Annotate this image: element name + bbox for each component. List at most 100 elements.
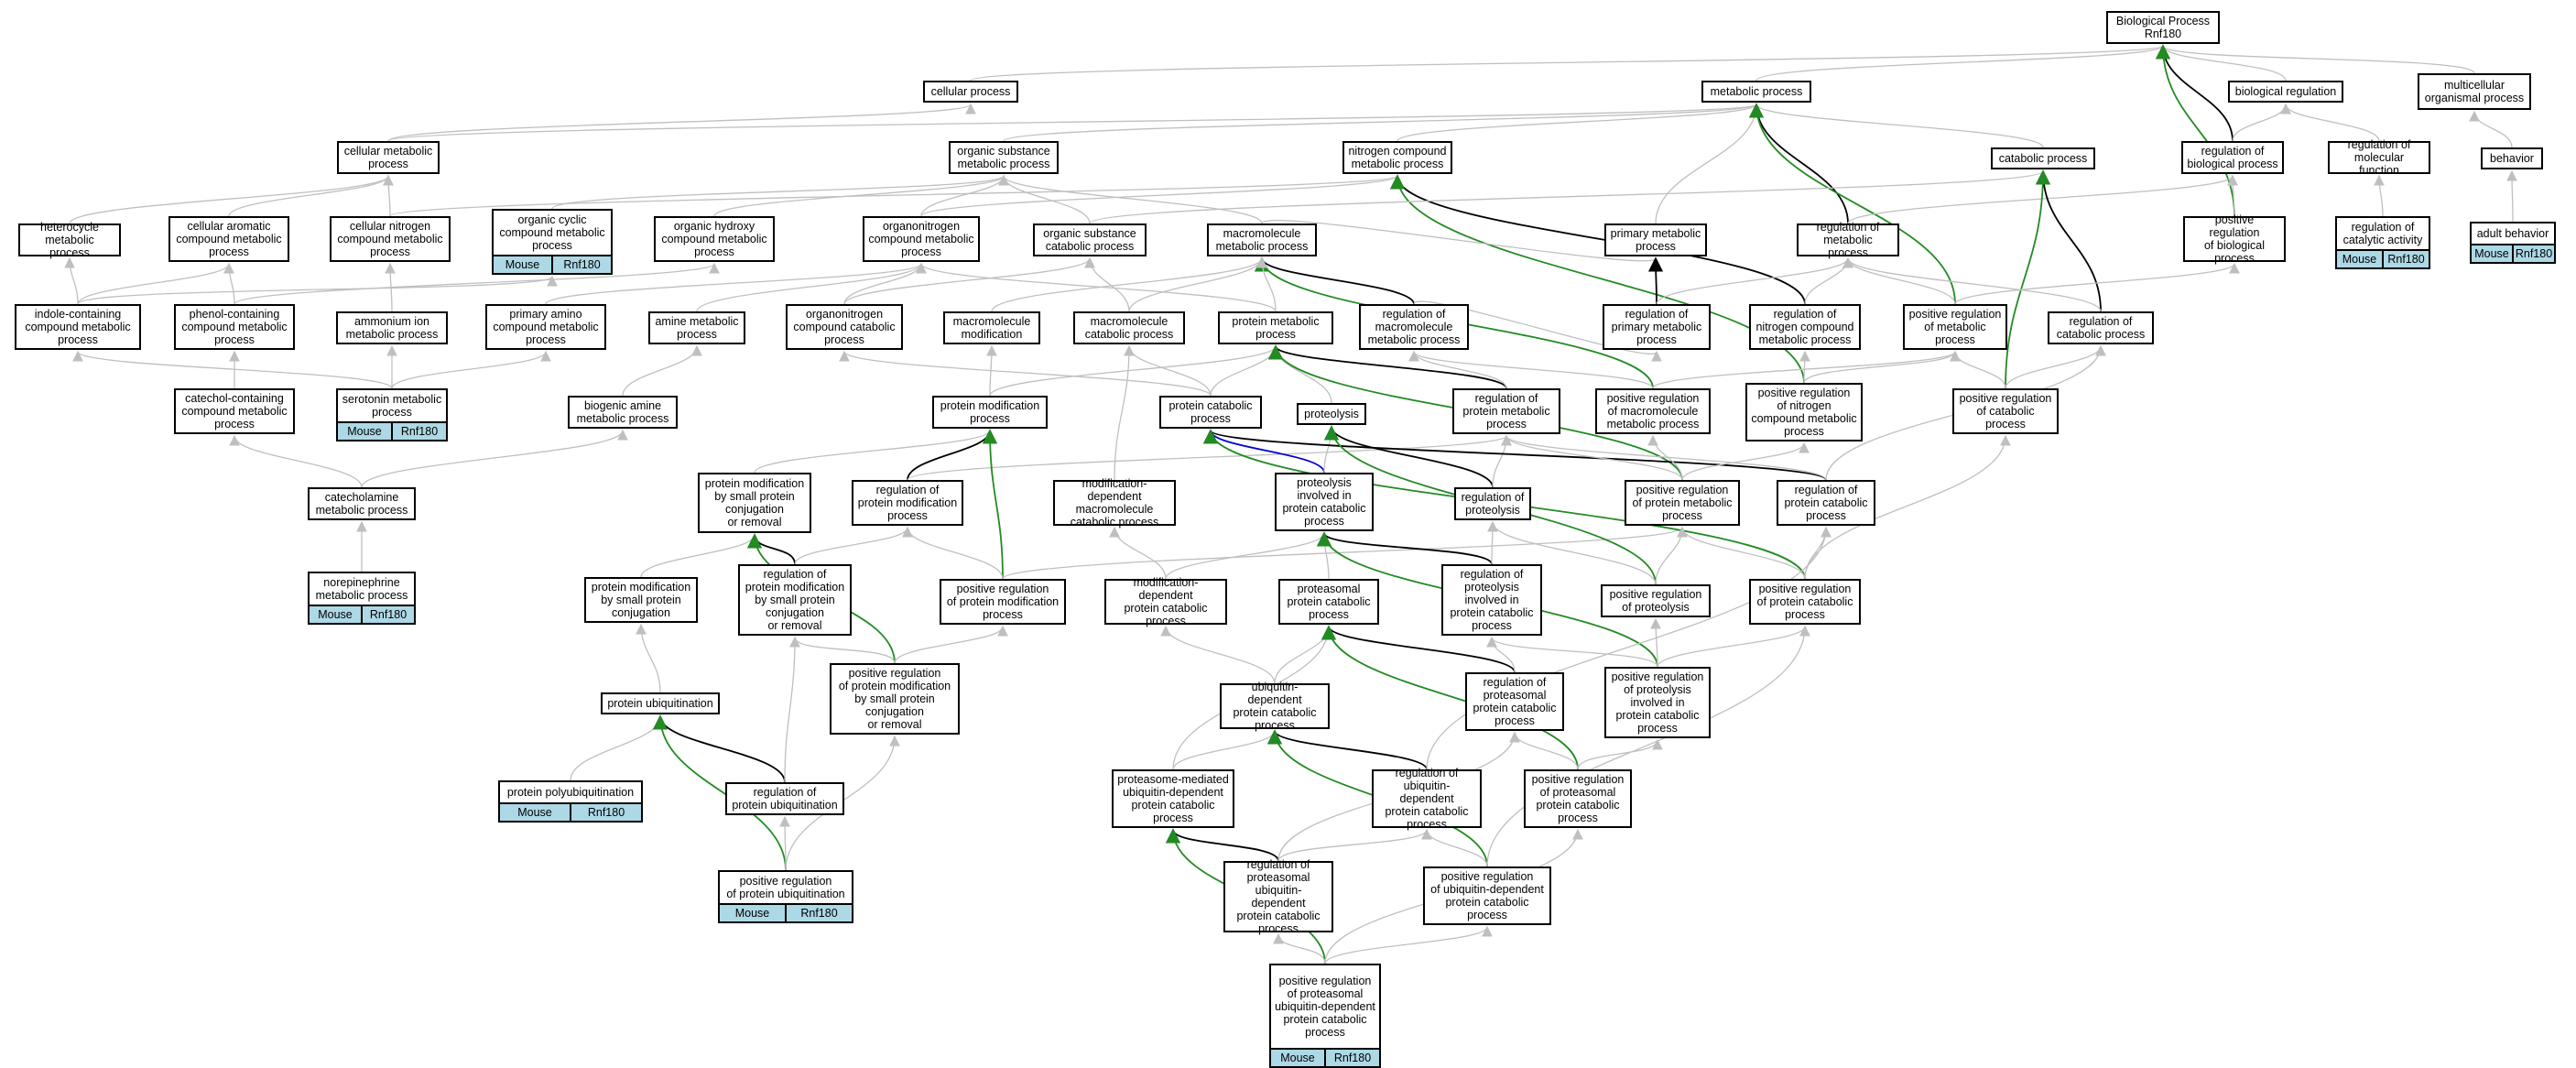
go-term-pmsp[interactable]: protein modification by small protein co…: [584, 577, 698, 623]
go-term-mmod[interactable]: macromolecule modification: [943, 311, 1040, 344]
go-term-rppcp[interactable]: regulation of proteasomal protein catabo…: [1465, 672, 1564, 731]
go-term-rprot[interactable]: regulation of proteolysis: [1454, 487, 1531, 520]
go-term-breg[interactable]: biological regulation: [2228, 81, 2343, 103]
go-term-mop[interactable]: multicellular organismal process: [2418, 73, 2531, 110]
go-term-mdpcp[interactable]: modification-dependent protein catabolic…: [1104, 576, 1227, 627]
edge-is-a: [1124, 344, 1212, 397]
edge-positively-regulates: [2155, 44, 2235, 217]
go-term-prcatp[interactable]: positive regulation of catabolic process: [1952, 388, 2059, 434]
edge-is-a: [2158, 44, 2287, 82]
edge-is-a: [1655, 526, 1688, 585]
go-term-osmp[interactable]: organic substance metabolic process: [949, 141, 1059, 174]
go-term-rmmp[interactable]: regulation of macromolecule metabolic pr…: [1359, 304, 1469, 350]
edge-is-a: [636, 623, 661, 693]
go-term-prpmspc[interactable]: positive regulation of protein modificat…: [830, 663, 960, 735]
go-term-pipcp[interactable]: proteolysis involved in protein cataboli…: [1275, 473, 1374, 531]
go-term-ohcmp[interactable]: organic hydroxy compound metabolic proce…: [654, 216, 775, 262]
go-term-rpudpcp[interactable]: regulation of proteasomal ubiquitin-depe…: [1223, 858, 1333, 935]
go-term-occmp[interactable]: organic cyclic compound metabolic proces…: [492, 209, 613, 255]
go-term-rpu[interactable]: regulation of protein ubiquitination: [725, 782, 844, 815]
go-term-pmodp[interactable]: protein modification process: [932, 396, 1048, 429]
go-term-rncmp[interactable]: regulation of nitrogen compound metaboli…: [1749, 304, 1861, 350]
go-term-rca[interactable]: regulation of catalytic activity: [2335, 216, 2430, 249]
go-term-prmmp[interactable]: positive regulation of macromolecule met…: [1595, 388, 1711, 434]
go-term-cacmp[interactable]: cellular aromatic compound metabolic pro…: [168, 216, 289, 262]
go-term-oscp[interactable]: organic substance catabolic process: [1033, 223, 1147, 256]
go-term-prmp[interactable]: positive regulation of metabolic process: [1903, 304, 2007, 350]
edge-is-a: [1114, 344, 1135, 481]
go-term-prpudpcp[interactable]: positive regulation of proteasomal ubiqu…: [1269, 964, 1381, 1048]
go-term-rmf[interactable]: regulation of molecular function: [2328, 138, 2430, 177]
go-term-cp[interactable]: cellular process: [923, 81, 1018, 103]
edge-is-a: [551, 174, 1009, 210]
go-term-prot[interactable]: proteolysis: [1297, 403, 1366, 425]
go-term-rudpcp[interactable]: regulation of ubiquitin-dependent protei…: [1372, 767, 1482, 831]
go-term-cmpx[interactable]: catecholamine metabolic process: [308, 487, 416, 520]
go-term-udpcp[interactable]: ubiquitin-dependent protein catabolic pr…: [1220, 681, 1330, 732]
go-term-pcmp[interactable]: phenol-containing compound metabolic pro…: [174, 304, 295, 350]
go-term-mp[interactable]: metabolic process: [1701, 81, 1811, 103]
edge-positively-regulates: [1321, 625, 1579, 770]
go-term-prpmp[interactable]: positive regulation of protein metabolic…: [1625, 480, 1740, 526]
go-term-pcp[interactable]: protein catabolic process: [1159, 396, 1262, 429]
go-term-bp[interactable]: Biological Process Rnf180: [2106, 11, 2220, 44]
go-term-amp[interactable]: amine metabolic process: [648, 311, 745, 344]
go-term-pmudpcp[interactable]: proteasome-mediated ubiquitin-dependent …: [1112, 769, 1234, 828]
go-term-prprot[interactable]: positive regulation of proteolysis: [1601, 584, 1711, 617]
edge-is-a: [2374, 174, 2385, 217]
edge-is-a: [989, 344, 1281, 397]
go-term-pmp[interactable]: primary metabolic process: [1604, 223, 1707, 256]
go-term-prudpcp[interactable]: positive regulation of ubiquitin-depende…: [1423, 866, 1551, 925]
go-term-prpu[interactable]: positive regulation of protein ubiquitin…: [718, 870, 853, 903]
go-term-rmetp[interactable]: regulation of metabolic process: [1797, 221, 1899, 259]
go-term-ncmp[interactable]: nitrogen compound metabolic process: [1342, 141, 1452, 174]
go-term-cmp[interactable]: cellular metabolic process: [337, 141, 440, 174]
go-term-prpcp[interactable]: positive regulation of protein catabolic…: [1749, 579, 1861, 625]
go-term-hmp[interactable]: heterocycle metabolic process: [18, 221, 121, 259]
go-term-oncmp[interactable]: organonitrogen compound metabolic proces…: [863, 216, 980, 262]
edge-is-a: [894, 625, 1008, 664]
annotation-gene: Rnf180: [570, 804, 641, 821]
go-term-prncmp[interactable]: positive regulation of nitrogen compound…: [1745, 383, 1863, 441]
go-term-cncmp[interactable]: cellular nitrogen compound metabolic pro…: [330, 216, 451, 262]
go-term-prpipcp[interactable]: positive regulation of proteolysis invol…: [1604, 667, 1711, 738]
edge-is-a: [2506, 169, 2517, 223]
go-term-beh[interactable]: behavior: [2481, 147, 2543, 169]
go-term-aimp[interactable]: ammonium ion metabolic process: [336, 311, 448, 344]
go-term-rbp[interactable]: regulation of biological process: [2181, 141, 2284, 174]
go-term-ccmp[interactable]: catechol-containing compound metabolic p…: [174, 388, 295, 434]
go-term-ppcp[interactable]: proteasomal protein catabolic process: [1278, 579, 1379, 625]
go-term-rpmodp[interactable]: regulation of protein modification proce…: [852, 480, 963, 526]
go-term-ppu[interactable]: protein polyubiquitination: [498, 780, 643, 802]
go-term-rpmspc[interactable]: regulation of protein modification by sm…: [738, 564, 852, 636]
go-term-rpipcp[interactable]: regulation of proteolysis involved in pr…: [1441, 564, 1542, 636]
go-term-bamp[interactable]: biogenic amine metabolic process: [568, 396, 678, 429]
go-term-icmp[interactable]: indole-containing compound metabolic pro…: [15, 304, 141, 350]
go-term-onccp[interactable]: organonitrogen compound catabolic proces…: [786, 304, 903, 350]
go-term-ab[interactable]: adult behavior: [2470, 222, 2556, 244]
go-term-protmp[interactable]: protein metabolic process: [1218, 311, 1333, 344]
annotation-gene: Rnf180: [1324, 1050, 1379, 1066]
edge-is-a: [2227, 174, 2238, 217]
go-term-rpcp[interactable]: regulation of protein catabolic process: [1777, 480, 1875, 526]
edge-is-a: [1799, 350, 1810, 384]
edge-is-a: [2232, 103, 2291, 142]
go-term-pamp[interactable]: primary amino compound metabolic process: [485, 304, 606, 350]
go-term-smp[interactable]: serotonin metabolic process: [336, 388, 448, 421]
go-term-prbp[interactable]: positive regulation of biological proces…: [2183, 213, 2286, 265]
go-term-rprotmp[interactable]: regulation of protein metabolic process: [1452, 388, 1560, 434]
go-term-prppcp[interactable]: positive regulation of proteasomal prote…: [1524, 769, 1632, 828]
go-term-nmp[interactable]: norepinephrine metabolic process: [308, 572, 416, 605]
go-term-catp[interactable]: catabolic process: [1991, 147, 2095, 169]
go-term-mcatp[interactable]: macromolecule catabolic process: [1073, 311, 1185, 344]
go-term-pu[interactable]: protein ubiquitination: [601, 692, 720, 714]
go-term-rcatp[interactable]: regulation of catabolic process: [2048, 311, 2154, 344]
go-term-macmp[interactable]: macromolecule metabolic process: [1207, 223, 1317, 256]
edge-regulates: [1647, 256, 1664, 305]
annotation-species: Mouse: [318, 608, 353, 621]
go-term-pmspc[interactable]: protein modification by small protein co…: [698, 473, 811, 533]
go-term-rpmp[interactable]: regulation of primary metabolic process: [1603, 304, 1711, 350]
go-term-mdmcp[interactable]: modification-dependent macromolecule cat…: [1053, 477, 1176, 529]
go-term-prpmodp[interactable]: positive regulation of protein modificat…: [940, 579, 1066, 625]
edge-regulates: [1321, 625, 1516, 673]
